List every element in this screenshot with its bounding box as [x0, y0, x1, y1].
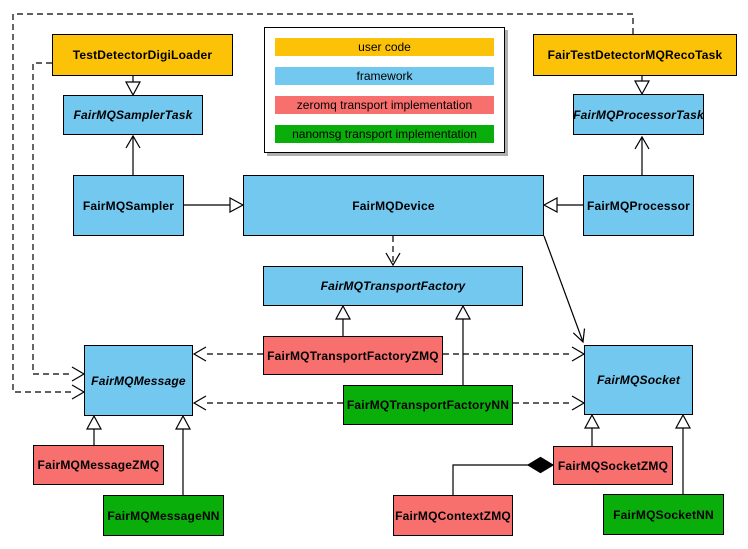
class-label-fairmqsocket: FairMQSocket [596, 373, 681, 387]
class-label-fairtestdetectormqrecotask: FairTestDetectorMQRecoTask [547, 48, 723, 62]
legend-items: user code framework zeromq transport imple… [275, 38, 494, 143]
class-box-fairmqsamplertask: FairMQSamplerTask [63, 95, 203, 135]
edge-fairmqtransportfactoryzmq-depends-fairmqsocket [443, 346, 586, 362]
legend-item-nanomsg: nanomsg transport implementation [275, 125, 494, 143]
edge-fairmqprocessor-uses-fairmqprocessortask [634, 135, 650, 175]
class-box-fairmqtransportfactorynn: FairMQTransportFactoryNN [343, 385, 513, 425]
edge-fairmqsampler-uses-fairmqsamplertask [125, 134, 141, 175]
class-label-fairmqsocketzmq: FairMQSocketZMQ [557, 458, 669, 473]
edge-fairmqsocketnn-inherits-fairmqsocket [674, 413, 692, 494]
class-box-fairmqmessage: FairMQMessage [84, 345, 193, 416]
class-box-fairmqmessagenn: FairMQMessageNN [103, 495, 224, 536]
edge-fairmqtransportfactoryzmq-depends-fairmqmessage [192, 346, 263, 362]
class-box-fairmqsocketnn: FairMQSocketNN [603, 494, 724, 535]
class-label-fairmqtransportfactory: FairMQTransportFactory [320, 279, 466, 293]
edge-fairmqtransportfactorynn-depends-fairmqmessage [192, 395, 343, 411]
legend-item-user: user code [275, 38, 494, 56]
legend-label-user: user code [358, 40, 411, 54]
class-label-fairmqmessagezmq: FairMQMessageZMQ [37, 458, 160, 472]
edge-fairmqtransportfactorynn-inherits-fairmqtransportfactory [454, 304, 472, 385]
class-label-fairmqsocketnn: FairMQSocketNN [613, 507, 714, 522]
class-box-fairmqprocessor: FairMQProcessor [583, 175, 694, 236]
class-label-fairmqcontextzmq: FairMQContextZMQ [395, 508, 511, 523]
edge-fairmqtransportfactorynn-depends-fairmqsocket [513, 395, 586, 411]
edge-fairmqmessagezmq-inherits-fairmqmessage [85, 414, 103, 445]
class-label-fairmqtransportfactorynn: FairMQTransportFactoryNN [346, 398, 510, 412]
edge-fairmqprocessor-inherits-fairmqdevice [542, 196, 583, 214]
legend-label-nanomsg: nanomsg transport implementation [292, 127, 477, 141]
class-label-testdetectordigiloader: TestDetectorDigiLoader [72, 48, 213, 62]
legend-item-framework: framework [275, 67, 494, 85]
class-box-fairmqdevice: FairMQDevice [243, 175, 544, 236]
edge-fairmqsocketzmq-inherits-fairmqsocket [583, 413, 601, 446]
edge-fairmqtransportfactoryzmq-inherits-fairmqtransportfactory [334, 304, 352, 336]
edge-testdetectordigiloader-inherits-fairmqsamplertask [124, 76, 142, 97]
class-box-fairtestdetectormqrecotask: FairTestDetectorMQRecoTask [533, 34, 737, 76]
edge-fairtestdetectormqrecotask-inherits-fairmqprocessortask [633, 76, 651, 96]
class-label-fairmqtransportfactoryzmq: FairMQTransportFactoryZMQ [267, 348, 439, 363]
class-label-fairmqmessagenn: FairMQMessageNN [107, 508, 220, 523]
edge-fairmqsocketzmq-composes-fairmqcontextzmq [452, 456, 555, 495]
edge-fairmqdevice-depends-fairmqtransportfactory [385, 236, 401, 267]
edge-fairmqmessagenn-inherits-fairmqmessage [174, 414, 192, 495]
class-box-fairmqsocket: FairMQSocket [584, 345, 693, 415]
edge-fairmqsampler-inherits-fairmqdevice [184, 196, 245, 214]
class-label-fairmqprocessortask: FairMQProcessorTask [573, 107, 704, 122]
legend-label-framework: framework [356, 69, 413, 83]
class-box-fairmqtransportfactoryzmq: FairMQTransportFactoryZMQ [263, 336, 443, 375]
legend: user code framework zeromq transport imple… [264, 27, 505, 153]
legend-item-zeromq: zeromq transport implementation [275, 96, 494, 114]
class-box-fairmqprocessortask: FairMQProcessorTask [573, 94, 704, 135]
class-label-fairmqdevice: FairMQDevice [352, 198, 435, 213]
class-label-fairmqmessage: FairMQMessage [91, 373, 186, 388]
class-box-fairmqsocketzmq: FairMQSocketZMQ [553, 446, 673, 485]
legend-label-zeromq: zeromq transport implementation [296, 98, 473, 112]
class-box-fairmqsampler: FairMQSampler [73, 175, 184, 236]
class-label-fairmqsampler: FairMQSampler [82, 198, 175, 213]
class-label-fairmqprocessor: FairMQProcessor [586, 198, 691, 213]
class-box-fairmqmessagezmq: FairMQMessageZMQ [33, 445, 164, 485]
class-label-fairmqsamplertask: FairMQSamplerTask [73, 108, 193, 122]
class-box-testdetectordigiloader: TestDetectorDigiLoader [52, 34, 233, 76]
class-box-fairmqtransportfactory: FairMQTransportFactory [263, 266, 523, 306]
edge-fairmqdevice-uses-fairmqsocket [543, 235, 586, 344]
class-box-fairmqcontextzmq: FairMQContextZMQ [393, 495, 513, 536]
